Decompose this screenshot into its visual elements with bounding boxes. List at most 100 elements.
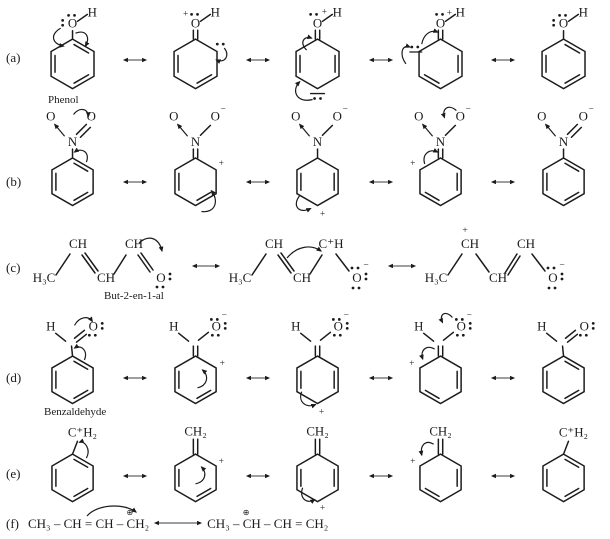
plus-charge: + [319, 407, 324, 417]
atom-H3C: H₃C [229, 270, 252, 285]
atom-O: O [156, 270, 165, 285]
chain-bonds [55, 252, 154, 276]
plus-charge: + [410, 159, 415, 169]
atom-O: O [333, 109, 342, 123]
atom-H3C: H₃C [425, 270, 448, 285]
atom-H: H [333, 5, 342, 19]
ring [295, 38, 341, 90]
dative-bond-arrow [176, 123, 188, 137]
atom-H: H [414, 319, 423, 333]
resonance-arrow [491, 473, 516, 479]
atom-O: O [456, 109, 465, 123]
atom-O: O [580, 319, 589, 333]
row-label-f: (f) [6, 516, 19, 531]
structure-b5-nitrobenzene: N O O − [537, 105, 594, 207]
resonance-arrow [122, 473, 148, 479]
ring [50, 38, 95, 90]
resonance-arrow [245, 473, 270, 479]
curved-arrows [418, 441, 435, 457]
atom-CH: CH [517, 236, 535, 251]
structure-c3: H₃C + CH CH CH O − [425, 226, 565, 290]
structure-e3: CH₂ + [296, 424, 340, 512]
resonance-arrow [368, 375, 393, 381]
structure-d1-benzaldehyde: H O [46, 316, 104, 405]
oplus-charge: ⊕ [242, 508, 250, 517]
resonance-arrow [368, 179, 393, 185]
atom-CH: CH [489, 270, 507, 285]
ring [173, 355, 217, 405]
dative-bond-arrow [299, 123, 311, 137]
methylene-group: CH₂ [184, 424, 206, 455]
lone-pairs [87, 322, 104, 337]
atom-O: O [191, 16, 200, 30]
curved-arrows [419, 312, 454, 361]
atom-CH: CH [125, 236, 143, 251]
atom-CH: CH [293, 270, 311, 285]
atom-CH: CH [461, 236, 479, 251]
nitro-group: N O O − [414, 105, 471, 159]
dative-bond-arrow [544, 123, 557, 137]
row-d: (d) H O H [4, 304, 610, 420]
oxocarbenium-group: O + H [183, 5, 220, 40]
atom-CH2: CH₂ [430, 424, 452, 438]
lhs-cation-text: CH₂ [126, 516, 150, 531]
atom-O: O [537, 109, 546, 123]
atom-H: H [46, 319, 55, 333]
nitro-group: N O O − [537, 105, 594, 159]
atom-H: H [292, 319, 301, 333]
lhs-cation: ⊕CH₂ [126, 508, 150, 532]
formula-rhs-post: – CH = CH₂ [260, 516, 329, 531]
minus-charge: − [343, 105, 348, 115]
nitro-group: N O O − [169, 105, 226, 159]
atom-CH: CH [69, 236, 87, 251]
lone-pairs [155, 272, 172, 289]
row-a: (a) O H O [4, 2, 610, 106]
curved-arrows [53, 27, 90, 48]
curved-arrows [295, 34, 314, 101]
row-label-a: (a) [6, 50, 21, 65]
atom-N: N [436, 135, 445, 149]
atom-O: O [210, 109, 219, 123]
atom-O: O [211, 319, 220, 333]
resonance-arrow [491, 179, 516, 185]
hydroxyl-group: O H [68, 5, 97, 40]
minus-charge: − [589, 105, 594, 115]
ring [419, 157, 463, 207]
plus-charge: + [409, 359, 414, 369]
ring [541, 38, 586, 90]
curved-arrows [300, 391, 318, 409]
structure-e5-benzyl-cation: C⁺H₂ [542, 425, 588, 503]
atom-H: H [169, 319, 178, 333]
minus-charge: − [466, 105, 471, 115]
oplus-charge: ⊕ [126, 508, 134, 517]
atom-O: O [313, 16, 322, 30]
atom-O: O [292, 109, 301, 123]
curved-arrows [73, 108, 91, 163]
lone-pairs [350, 266, 368, 290]
structure-e1-benzyl-cation: C⁺H₂ [51, 425, 97, 503]
structure-b2: N O O − + [169, 105, 226, 213]
lone-pairs [409, 13, 445, 53]
row-label-c: (c) [6, 260, 21, 275]
structure-a4: O + H [401, 5, 465, 90]
rhs-cation: ⊕CH [243, 508, 261, 532]
structure-d2: H O − + [169, 310, 227, 405]
lone-pairs [455, 318, 472, 337]
atom-CplusH2: C⁺H₂ [559, 425, 588, 439]
resonance-arrow [245, 57, 270, 63]
resonance-arrow [122, 375, 148, 381]
lone-pairs [546, 266, 564, 290]
plus-charge: + [183, 9, 188, 19]
lone-pairs [189, 13, 225, 46]
lone-pairs [578, 322, 595, 337]
curved-arrows [214, 47, 228, 64]
structure-a3: O + H [295, 5, 342, 101]
plus-charge: + [320, 209, 325, 219]
ring [419, 355, 463, 405]
aldehyde-group: H O − [292, 310, 349, 357]
curved-arrows [195, 466, 206, 485]
methylene-group: CH₂ [307, 424, 329, 455]
lone-pairs [552, 13, 567, 27]
plus-charge: + [218, 159, 223, 169]
